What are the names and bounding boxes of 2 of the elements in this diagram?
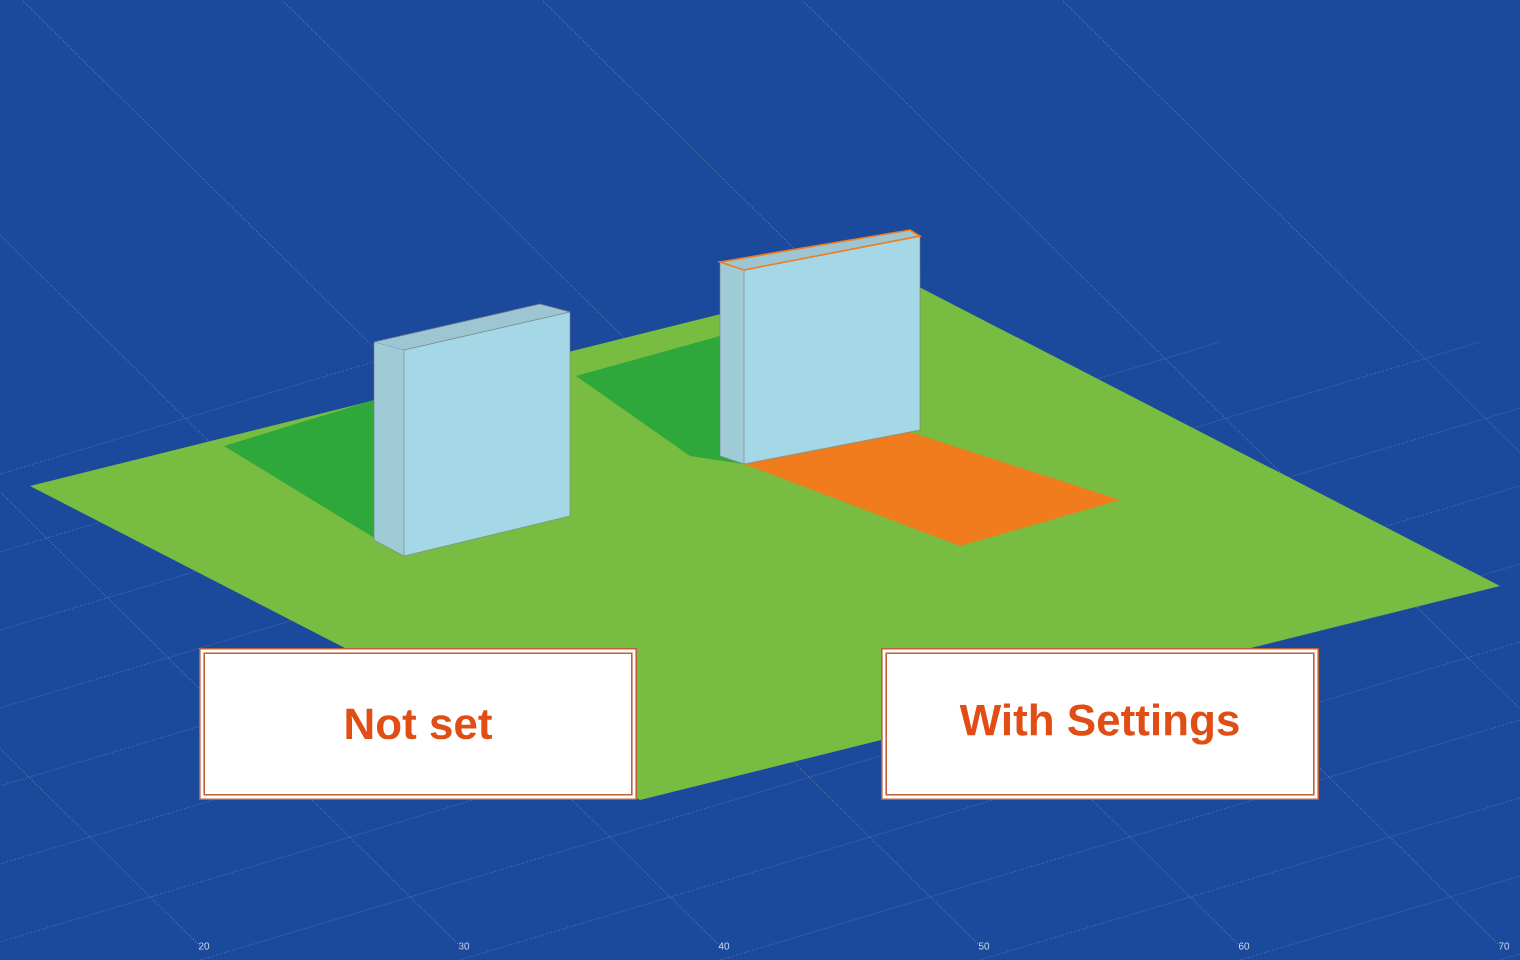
label-box: With Settings <box>881 648 1319 800</box>
label-box: Not set <box>199 648 637 800</box>
